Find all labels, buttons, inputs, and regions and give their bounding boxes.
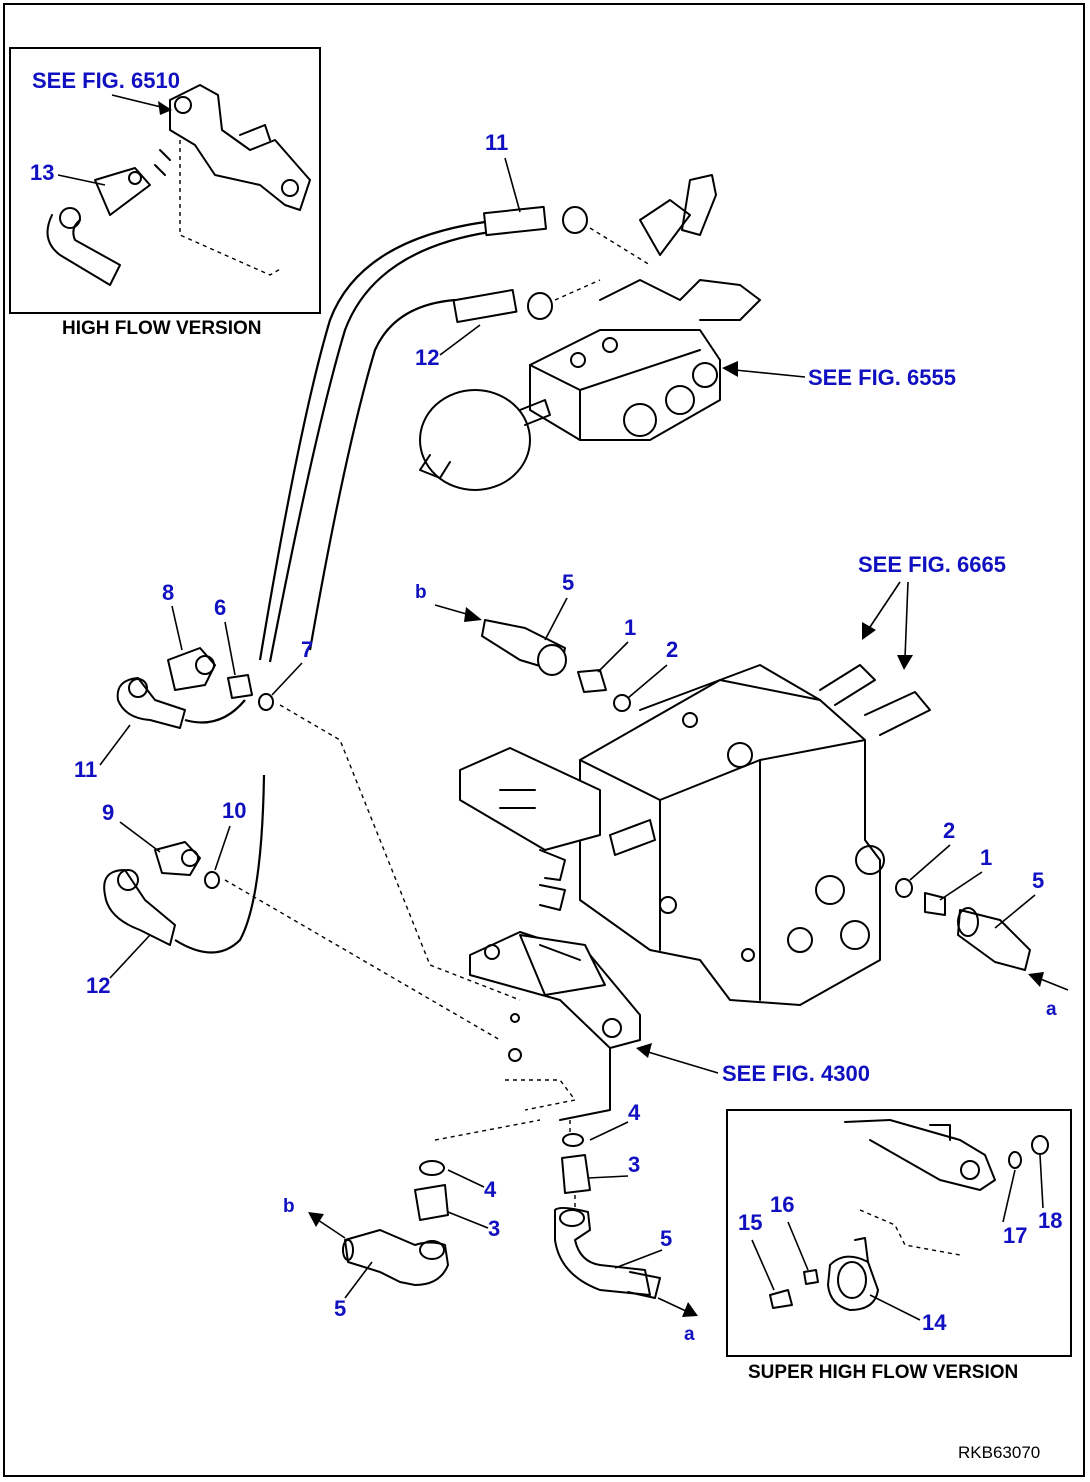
pump-bracket [469,931,641,1121]
port-b-top: b [415,582,427,603]
super-high-flow-caption: SUPER HIGH FLOW VERSION [748,1362,1018,1383]
callout-3-right: 3 [628,1152,640,1177]
callout-5-right: 5 [1032,868,1044,893]
callout-2-upper: 2 [666,637,678,662]
main-valve-block [459,664,931,1006]
adapter-6 [227,674,253,699]
port-b-lower: b [283,1196,295,1217]
diagram-frame [3,3,1085,1477]
figure-code: RKB63070 [958,1443,1040,1462]
fitting-lower-right [554,1120,661,1299]
inset-super-high-flow [726,1109,1072,1357]
callout-14: 14 [922,1310,947,1335]
see-fig-4300-label: SEE FIG. 4300 [722,1061,870,1086]
hose-5-right [895,878,1031,971]
callout-5-lower-left: 5 [334,1296,346,1321]
callout-15: 15 [738,1210,762,1235]
callout-17: 17 [1003,1223,1027,1248]
hose-5-upper [481,619,631,712]
inset-high-flow: SEE FIG. 6510 13 HIGH FLOW VERSION [9,47,321,339]
callout-9: 9 [102,800,114,825]
hose-11 [258,205,651,663]
callout-12-top: 12 [415,345,439,370]
callout-11-top: 11 [485,130,508,155]
callout-13: 13 [30,160,54,185]
callout-6: 6 [214,595,226,620]
callout-1-upper: 1 [624,615,636,640]
callout-4-left: 4 [484,1177,497,1202]
hose-end-12 [103,774,266,954]
oring-7 [258,693,274,711]
callout-12-left: 12 [86,973,110,998]
callout-16: 16 [770,1192,794,1217]
hose-end-11 [116,677,246,729]
high-flow-bracket [169,84,311,276]
see-fig-6510-label: SEE FIG. 6510 [32,68,180,93]
callout-8: 8 [162,580,174,605]
see-fig-6665-label: SEE FIG. 6665 [858,552,1006,577]
fitting-lower-left [342,1119,541,1286]
high-flow-hose-elbow [46,149,171,286]
oring-10 [204,871,220,889]
control-valve-assembly [419,174,761,491]
callout-2-right: 2 [943,818,955,843]
hose-12 [308,279,601,651]
port-a-lower: a [684,1324,695,1345]
callout-5-upper: 5 [562,570,574,595]
port-a-right: a [1046,999,1057,1020]
callout-18: 18 [1038,1208,1062,1233]
callout-10: 10 [222,798,246,823]
callout-4-right: 4 [628,1100,641,1125]
callout-3-left: 3 [488,1216,500,1241]
elbow-fitting-9 [154,841,201,876]
callout-11-left: 11 [74,757,97,782]
callout-1-right: 1 [980,845,992,870]
callout-5-lower-right: 5 [660,1226,672,1251]
elbow-fitting-8 [167,647,216,691]
callout-7: 7 [301,637,313,662]
see-fig-6555-label: SEE FIG. 6555 [808,365,956,390]
high-flow-caption: HIGH FLOW VERSION [62,318,262,339]
